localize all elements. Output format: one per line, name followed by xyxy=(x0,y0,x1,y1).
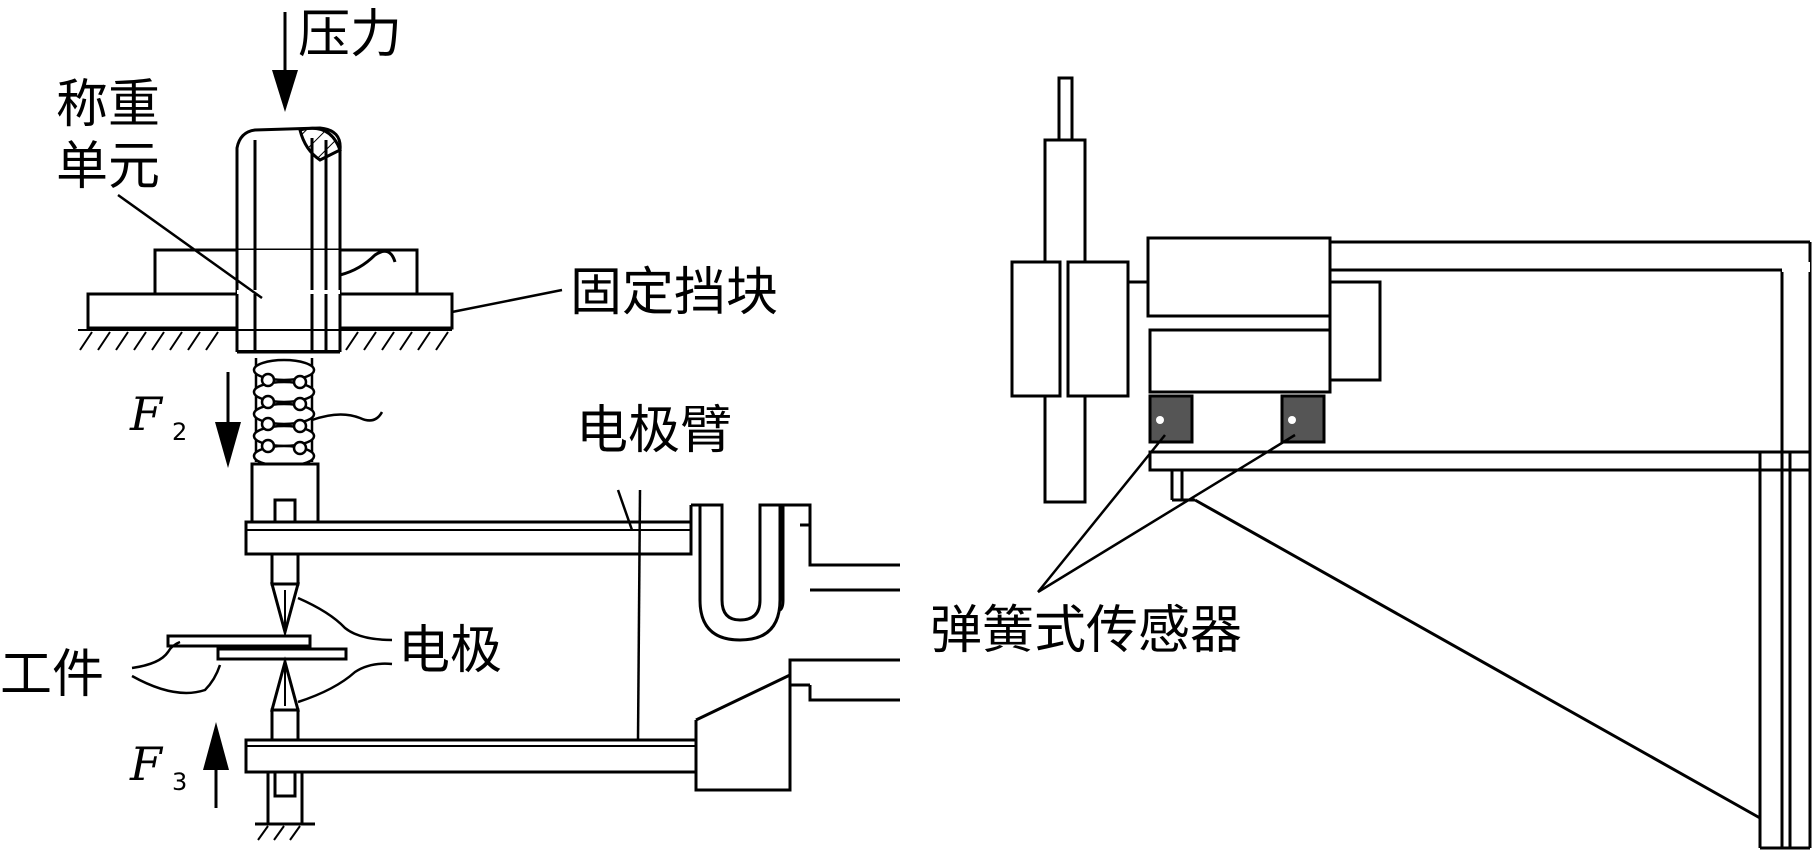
support-strut xyxy=(1170,470,1761,820)
spring-sensor-left xyxy=(1148,394,1194,444)
label-electrode-arm: 电极臂 xyxy=(576,401,732,461)
label-workpiece: 工件 xyxy=(0,645,104,705)
label-weighing-unit-2: 单元 xyxy=(56,137,160,197)
sensor-wire xyxy=(339,249,397,277)
workpiece-leader-upper xyxy=(131,640,181,670)
label-electrode: 电极 xyxy=(398,621,502,681)
vertical-frame xyxy=(1758,452,1812,850)
label-fixed-block: 固定挡块 xyxy=(570,263,778,323)
ground-hatching xyxy=(78,329,452,351)
upper-electrode-arm xyxy=(244,503,900,642)
workpiece-leader-lower xyxy=(131,664,222,695)
upper-frame xyxy=(1330,240,1812,452)
label-f3-sub: 3 xyxy=(172,768,187,796)
lower-beam xyxy=(1148,450,1812,472)
label-f2-symbol: F xyxy=(129,387,164,441)
lower-body-block xyxy=(1148,328,1332,394)
electrode-arm-leader-lower xyxy=(636,489,642,741)
label-spring-sensor: 弹簧式传感器 xyxy=(930,601,1242,661)
label-f3-symbol: F xyxy=(129,737,164,791)
lower-electrode-arm xyxy=(244,658,900,792)
label-f2-sub: 2 xyxy=(172,418,187,446)
lower-electrode-tip xyxy=(270,656,300,742)
workpiece xyxy=(166,634,348,661)
clamp-block-right xyxy=(1066,260,1130,398)
left-figure xyxy=(78,12,900,841)
lower-electrode-holder xyxy=(255,770,315,841)
f3-arrow xyxy=(203,722,229,808)
electrode-arm-leader-upper xyxy=(616,489,634,531)
sensor-leader-left xyxy=(1037,434,1166,593)
upper-electrode-tip xyxy=(270,552,300,638)
f2-arrow xyxy=(215,372,241,468)
upper-body-side xyxy=(1328,280,1382,382)
clamp-block-left xyxy=(1010,260,1062,398)
sensor-leader-right xyxy=(1037,433,1296,594)
label-pressure: 压力 xyxy=(298,5,402,65)
weighing-unit-leader xyxy=(117,193,263,300)
right-figure xyxy=(1010,76,1812,850)
pressure-arrow xyxy=(272,12,298,112)
fixed-block-leader xyxy=(451,288,563,314)
upper-body-block xyxy=(1146,236,1332,318)
spring-sensor-right xyxy=(1280,394,1326,444)
spring xyxy=(252,358,384,468)
electrode-leader-upper xyxy=(297,596,393,642)
label-weighing-unit-1: 称重 xyxy=(56,75,160,135)
electrode-leader-lower xyxy=(297,662,393,704)
